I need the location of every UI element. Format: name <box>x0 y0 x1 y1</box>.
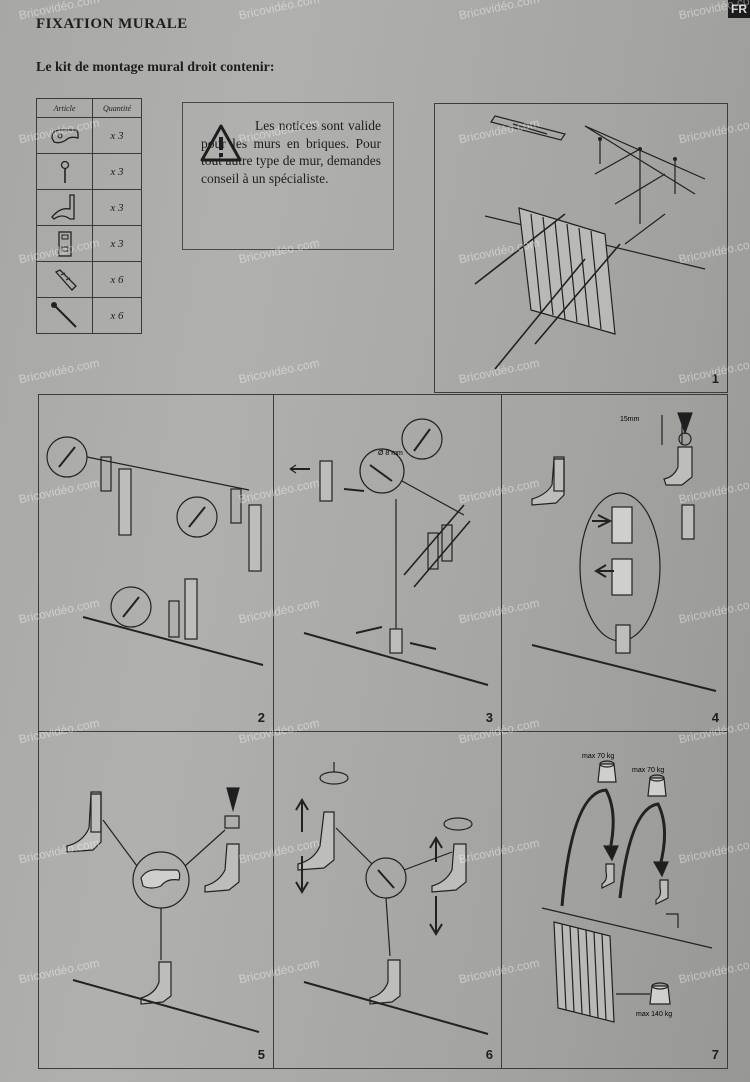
table-row: x 6 <box>36 261 142 298</box>
step-number: 4 <box>711 710 719 725</box>
hook-pin-icon <box>60 160 69 183</box>
qty-cell: x 3 <box>92 189 142 226</box>
table-row: x 3 <box>36 225 142 262</box>
qty-cell: x 6 <box>92 297 142 334</box>
step-number: 3 <box>485 710 493 725</box>
step-3-illustration: Ø 8 mm <box>289 418 489 686</box>
weight-label: max 70 kg <box>632 767 664 774</box>
step-6-illustration <box>295 762 489 1035</box>
step-panel-4: 15mm 4 <box>501 394 728 732</box>
step-number: 5 <box>257 1047 265 1062</box>
table-row: x 3 <box>36 189 142 226</box>
step-4-illustration: 15mm <box>531 412 717 692</box>
qty-cell: x 3 <box>92 153 142 190</box>
step-number: 7 <box>711 1047 719 1062</box>
drill-size-label: Ø 8 mm <box>378 450 403 457</box>
step-panel-7: max 70 kg max 70 kg max 140 kg 7 <box>501 731 728 1069</box>
step-number: 2 <box>257 710 265 725</box>
watermark: Bricovidéo.com <box>457 0 541 23</box>
step-panel-2: 2 <box>38 394 274 732</box>
step-panel-6: 6 <box>273 731 502 1069</box>
bracket-clip-icon <box>50 128 79 143</box>
qty-cell: x 3 <box>92 117 142 154</box>
step-panel-5: 5 <box>38 731 274 1069</box>
watermark: Bricovidéo.com <box>237 0 321 23</box>
warning-box: Les notices sont valide pour les murs en… <box>182 102 394 250</box>
spacing-label: 15mm <box>620 416 640 423</box>
parts-table: Article Quantité x 3 x 3 <box>36 98 142 334</box>
step-2-illustration <box>46 436 264 666</box>
qty-cell: x 3 <box>92 225 142 262</box>
table-row: x 3 <box>36 117 142 154</box>
step-panel-1: 1 <box>434 103 728 393</box>
table-row: x 6 <box>36 297 142 334</box>
column-quantity: Quantité <box>92 98 142 118</box>
screw-icon <box>50 301 77 328</box>
weight-label: max 70 kg <box>582 753 614 760</box>
step-number: 6 <box>485 1047 493 1062</box>
page-title: FIXATION MURALE <box>36 16 188 32</box>
parts-table-header: Article Quantité <box>36 98 142 118</box>
column-article: Article <box>36 98 93 118</box>
step-number: 1 <box>711 371 719 386</box>
weight-label: max 140 kg <box>636 1011 672 1018</box>
watermark: Bricovidéo.com <box>237 355 321 387</box>
wall-plug-icon <box>54 268 77 291</box>
step-7-illustration: max 70 kg max 70 kg max 140 kg <box>541 753 713 1023</box>
language-tab: FR <box>728 0 750 18</box>
kit-subtitle: Le kit de montage mural droit contenir: <box>36 60 275 75</box>
qty-cell: x 6 <box>92 261 142 298</box>
warning-triangle-icon <box>200 124 242 162</box>
step-1-illustration <box>474 115 706 370</box>
step-panel-3: Ø 8 mm 3 <box>273 394 502 732</box>
table-row: x 3 <box>36 153 142 190</box>
step-5-illustration <box>66 787 260 1033</box>
wall-plate-icon <box>57 230 72 257</box>
warning-text: Les notices sont valide pour les murs en… <box>201 118 381 186</box>
watermark: Bricovidéo.com <box>17 355 101 387</box>
foot-hook-icon <box>50 193 75 220</box>
